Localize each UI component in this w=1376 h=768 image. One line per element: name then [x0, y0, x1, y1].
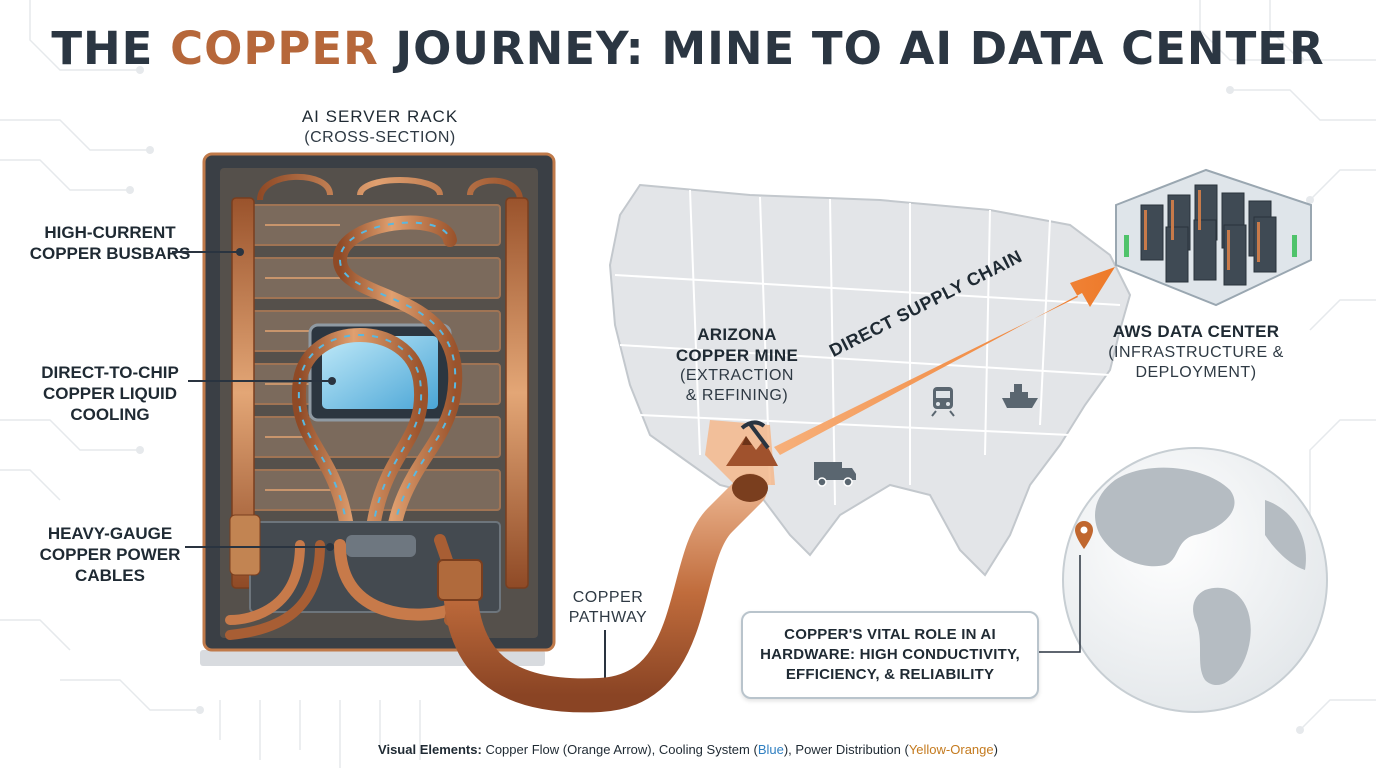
legend-text-3: ) — [993, 742, 998, 757]
legend-prefix: Visual Elements: — [378, 742, 482, 757]
title-accent: COPPER — [170, 22, 379, 75]
datacenter-detail: (INFRASTRUCTURE & DEPLOYMENT) — [1108, 344, 1284, 381]
datacenter-name: AWS DATA CENTER — [1112, 322, 1280, 341]
supply-chain-arrow — [774, 267, 1115, 455]
rack-subtitle: (CROSS-SECTION) — [304, 129, 456, 146]
copper-pathway-pipe — [437, 473, 768, 713]
ship-icon — [1002, 384, 1038, 408]
callout-busbars: HIGH-CURRENT COPPER BUSBARS — [29, 223, 191, 263]
legend-text-2: ), Power Distribution ( — [783, 742, 909, 757]
mine-name: ARIZONA COPPER MINE — [675, 325, 799, 365]
pathway-label: COPPER PATHWAY — [568, 589, 648, 626]
train-icon — [931, 387, 955, 417]
location-pin-icon — [1075, 521, 1093, 549]
rack-title: AI SERVER RACK — [301, 107, 459, 126]
title-part-1: THE — [51, 22, 171, 75]
copper-role-callout: COPPER'S VITAL ROLE IN AI HARDWARE: HIGH… — [741, 611, 1039, 699]
title-part-2: JOURNEY: MINE TO AI DATA CENTER — [378, 22, 1325, 75]
callout-liquid-cooling: DIRECT-TO-CHIP COPPER LIQUID COOLING — [41, 363, 179, 424]
page-title: THE COPPER JOURNEY: MINE TO AI DATA CENT… — [0, 22, 1376, 75]
mine-detail: (EXTRACTION & REFINING) — [680, 367, 794, 404]
callout-power-cables: HEAVY-GAUGE COPPER POWER CABLES — [39, 524, 181, 585]
legend-yellow: Yellow-Orange — [908, 742, 994, 757]
legend-text-1: Copper Flow (Orange Arrow), Cooling Syst… — [481, 742, 758, 757]
legend: Visual Elements: Copper Flow (Orange Arr… — [0, 742, 1376, 757]
globe-icon — [1062, 447, 1328, 713]
mine-pickaxe-icon — [726, 420, 778, 466]
legend-blue: Blue — [757, 742, 784, 757]
truck-icon — [814, 462, 856, 487]
server-cluster-icon — [1115, 168, 1312, 307]
